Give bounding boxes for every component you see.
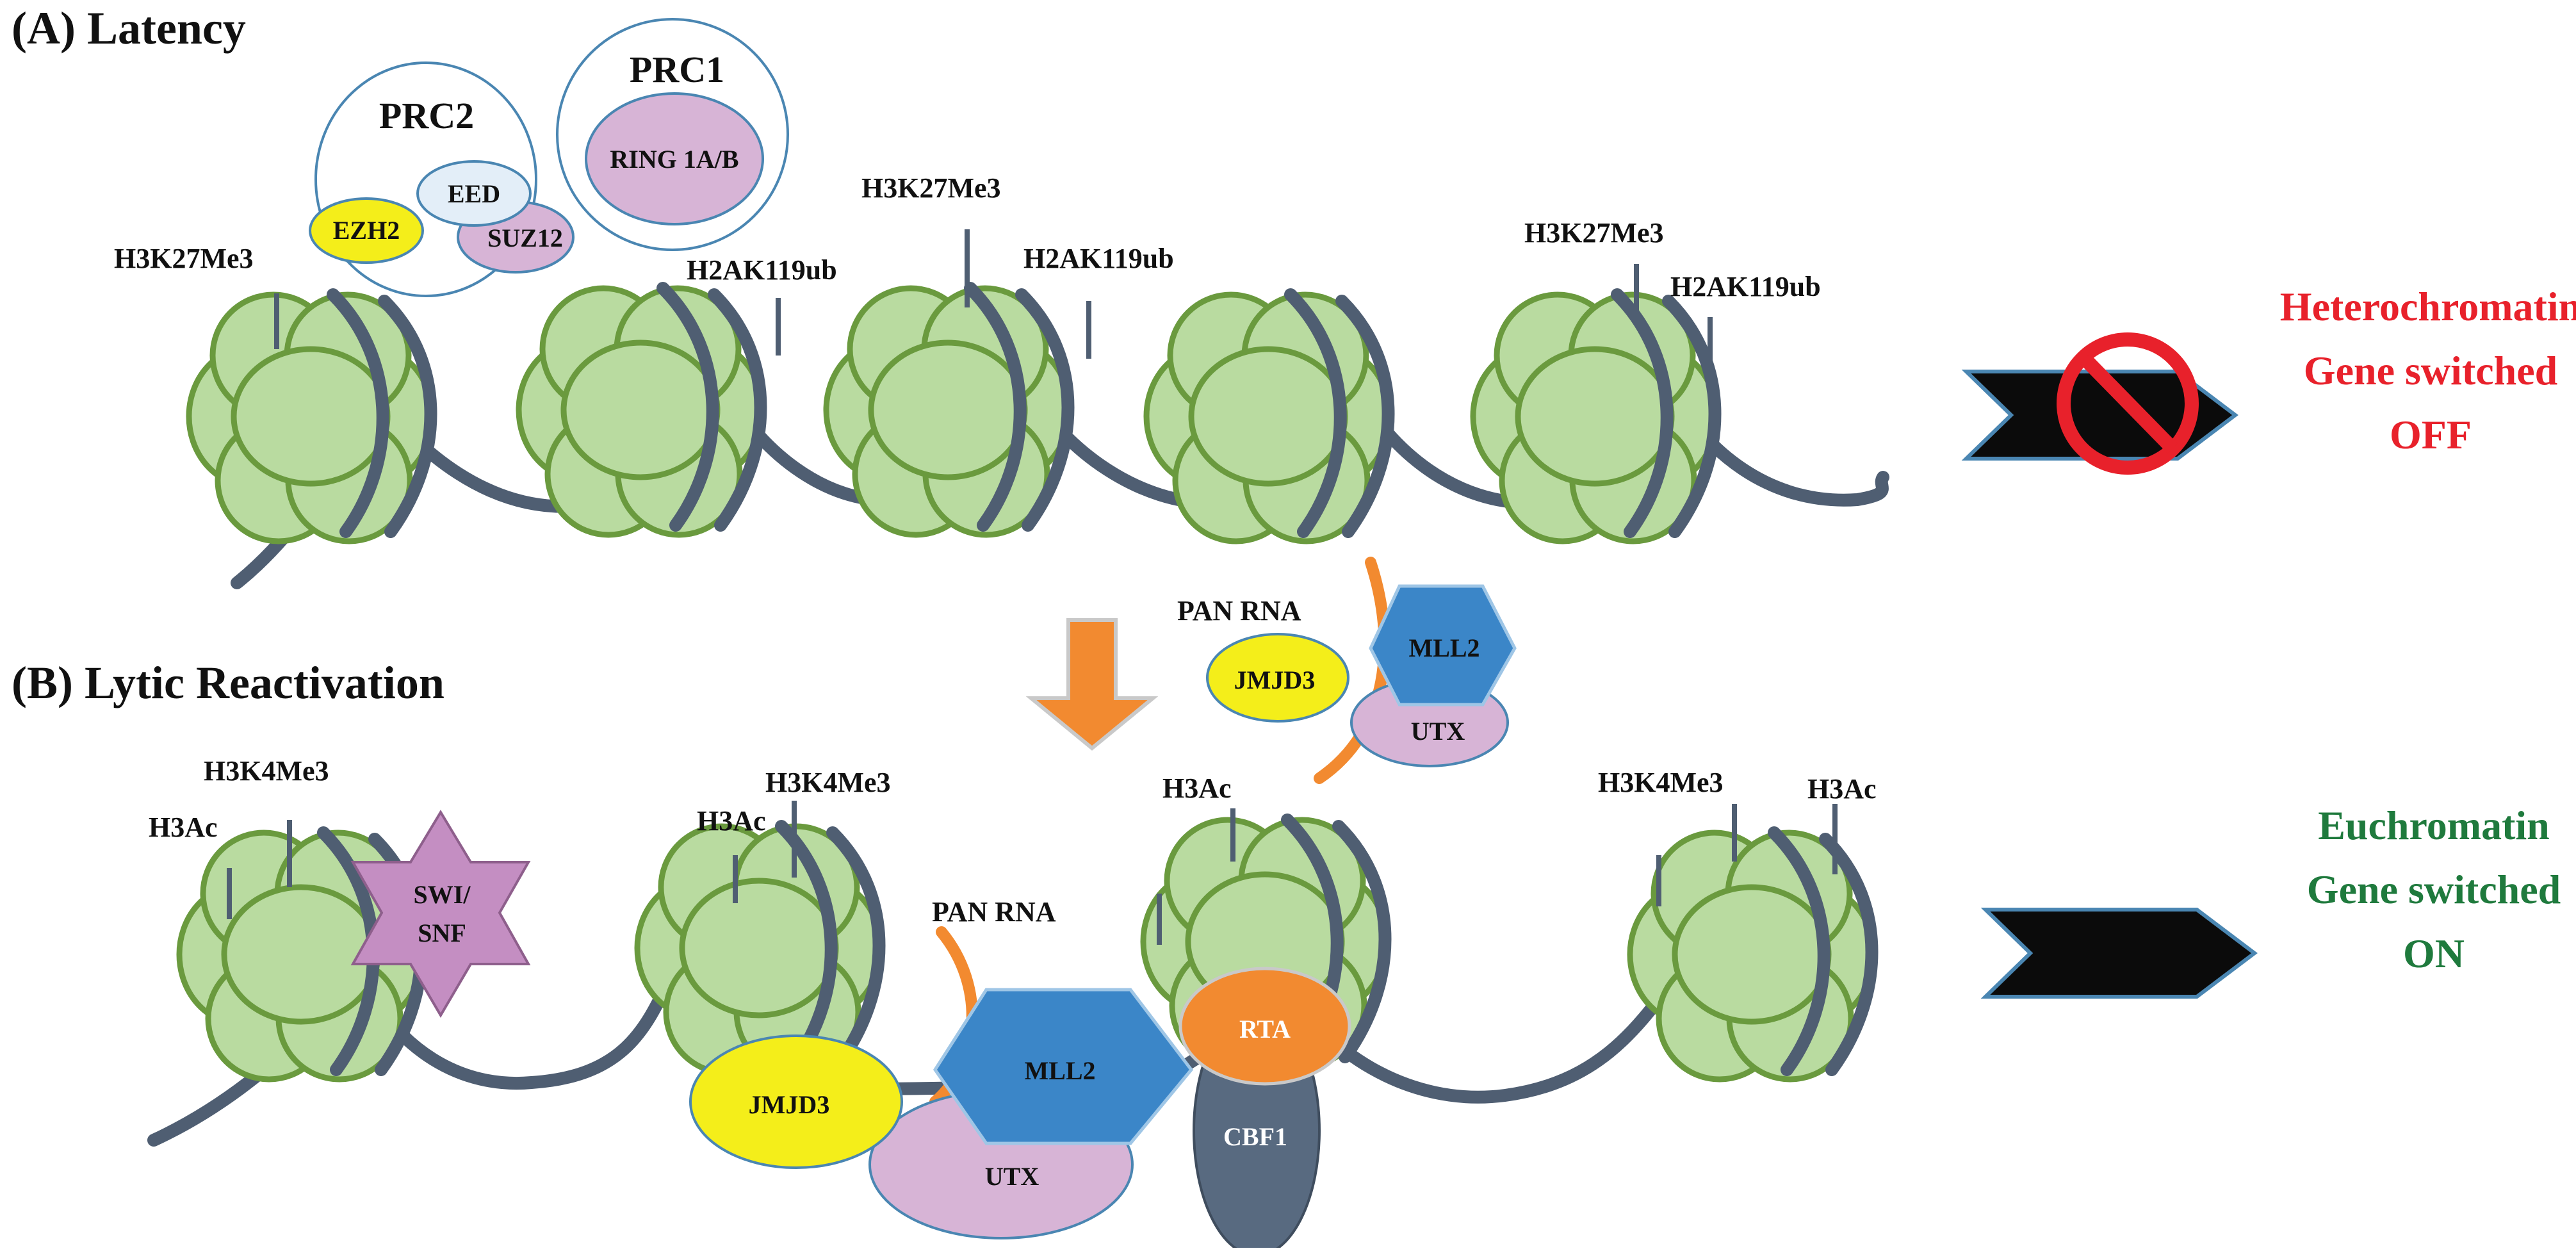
suz12-label: SUZ12 [487,224,563,252]
section-title-lytic: (B) Lytic Reactivation [12,657,444,708]
ring1ab-protein [585,92,764,225]
euchromatin-label: Euchromatin [2318,803,2550,848]
mll2-label: MLL2 [1024,1056,1095,1085]
rta-label: RTA [1239,1015,1291,1043]
prc1-label: PRC1 [630,49,724,90]
prc2-label: PRC2 [379,95,474,136]
mll2-protein-transition [1369,584,1517,707]
mark-h3k4me3-b4: H3K4Me3 [1598,767,1724,798]
gene-on-label-2: ON [2403,931,2465,976]
nucleosome-a2 [519,288,762,535]
mark-h3k27me3-3: H3K27Me3 [1524,217,1664,249]
swi-snf-label-1: SWI/ [414,880,471,909]
mark-h2ak119ub-3: H2AK119ub [1670,271,1821,302]
active-arrow [1980,908,2258,999]
heterochromatin-label: Heterochromatin [2280,284,2576,329]
mark-h3k4me3-b1: H3K4Me3 [204,755,329,787]
eed-protein [416,160,532,227]
pan-rna-label-transition: PAN RNA [1177,595,1301,626]
nucleosome-a5 [1473,295,1716,541]
jmjd3-label-transition: JMJD3 [1234,666,1316,694]
nucleosome-b2 [637,826,881,1073]
swi-snf-complex [350,810,531,1018]
rta-protein [1178,967,1351,1086]
prohibition-icon [2057,332,2199,475]
ezh2-label: EZH2 [333,216,400,245]
pan-rna-strand-transition [1314,557,1390,784]
eed-label: EED [448,179,500,208]
mark-h2ak119ub-1: H2AK119ub [687,254,837,286]
utx-label: UTX [985,1162,1039,1191]
jmjd3-protein [689,1034,903,1169]
gene-on-label-1: Gene switched [2307,867,2561,912]
pan-rna-label-lytic: PAN RNA [932,896,1056,928]
section-title-latency: (A) Latency [12,3,246,54]
ring1ab-label: RING 1A/B [610,145,738,174]
mark-h2ak119ub-2: H2AK119ub [1023,243,1174,274]
utx-label-transition: UTX [1411,717,1465,746]
jmjd3-label: JMJD3 [749,1090,830,1119]
histone-tails-lytic [227,801,1838,945]
jmjd3-protein-transition [1206,633,1349,723]
swi-snf-label-2: SNF [418,919,466,947]
ezh2-protein [309,197,424,264]
histone-tails-latency [274,229,1713,375]
cbf1-label: CBF1 [1223,1122,1287,1151]
gene-off-label-1: Gene switched [2304,348,2557,393]
nucleosome-a3 [826,288,1070,535]
mark-h3ac-b1: H3Ac [149,812,218,843]
gene-off-label-2: OFF [2390,412,2472,457]
mark-h3k27me3-1: H3K27Me3 [114,243,254,274]
dna-wraps-latency [327,282,1722,538]
nucleosome-a1 [189,295,432,541]
mark-h3k27me3-2: H3K27Me3 [861,172,1001,204]
mark-h3k4me3-b2: H3K4Me3 [765,767,891,798]
mark-h3ac-b4: H3Ac [1807,773,1877,805]
mll2-protein [933,988,1194,1145]
nucleosome-a4 [1146,295,1390,541]
mark-h3ac-b3: H3Ac [1162,773,1232,804]
transition-arrow [1025,618,1159,751]
mll2-label-transition: MLL2 [1408,634,1480,662]
mark-h3ac-b2: H3Ac [697,805,766,837]
